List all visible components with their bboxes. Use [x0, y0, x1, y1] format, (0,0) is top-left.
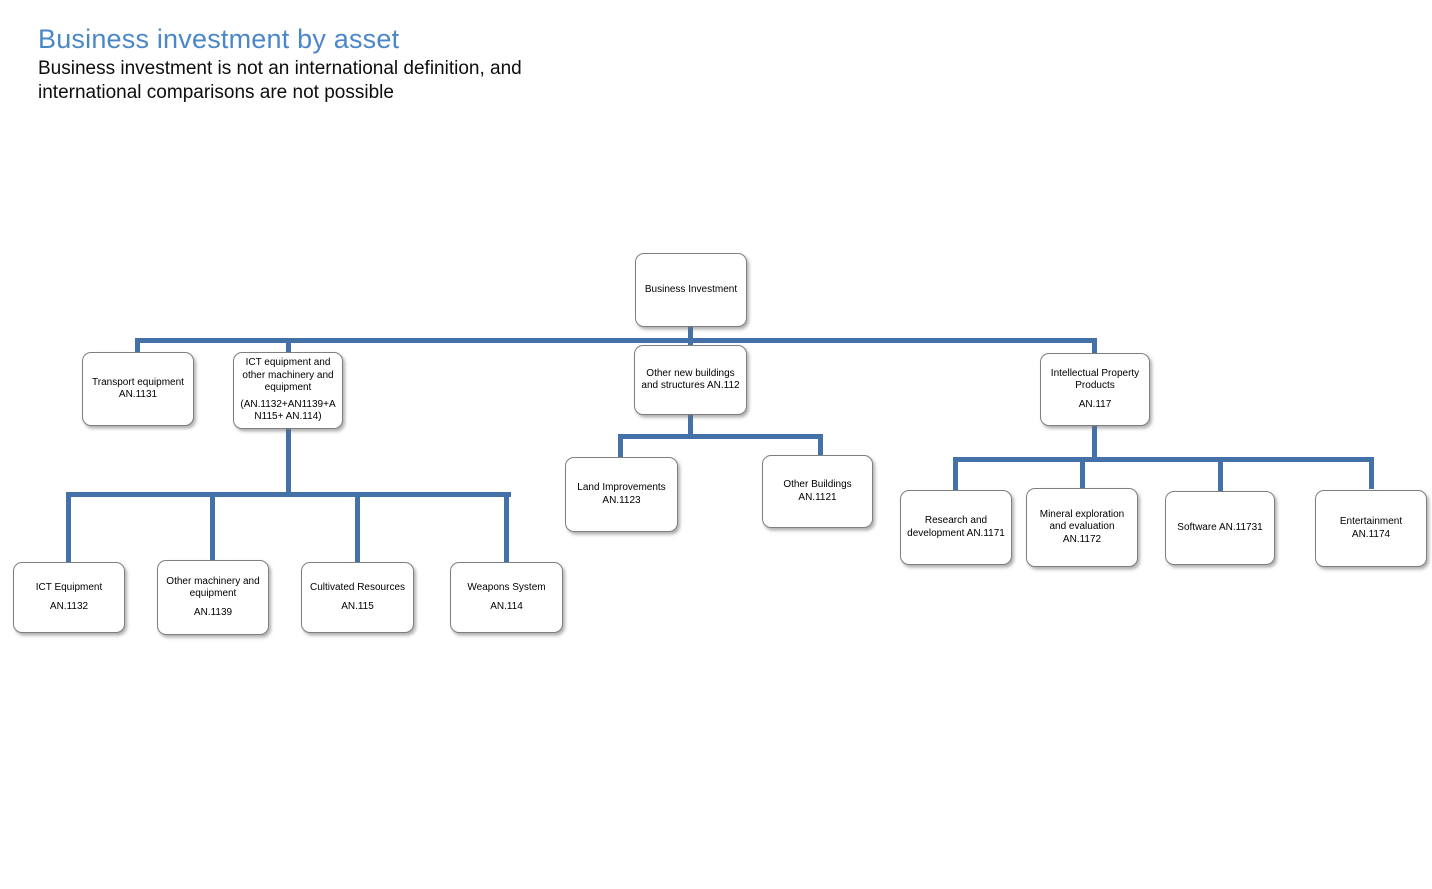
node-business-investment: Business Investment: [635, 253, 747, 327]
node-ict-machinery-equipment: ICT equipment and other machinery and eq…: [233, 352, 343, 429]
node-ict-equipment: ICT Equipment AN.1132: [13, 562, 125, 633]
connector-buildings-vstem: [688, 415, 693, 439]
connector-drop-ipp: [1092, 338, 1097, 353]
node-weapons-system: Weapons System AN.114: [450, 562, 563, 633]
node-land-improvements: Land Improvements AN.1123: [565, 457, 678, 532]
connector-drop-land: [618, 434, 623, 457]
page-subtitle: Business investment is not an internatio…: [38, 58, 522, 103]
node-software: Software AN.11731: [1165, 491, 1275, 565]
connector-drop-transport: [135, 338, 140, 352]
connector-ict-vstem: [286, 428, 291, 497]
connector-drop-weapons: [504, 492, 509, 562]
connector-drop-other-buildings: [818, 434, 823, 455]
connector-drop-software: [1218, 457, 1223, 491]
connector-drop-entertainment: [1369, 457, 1374, 489]
connector-ict-hbar: [66, 492, 511, 497]
node-mineral-exploration: Mineral exploration and evaluation AN.11…: [1026, 488, 1138, 567]
connector-root-stub: [688, 326, 693, 345]
node-research-development: Research and development AN.1171: [900, 490, 1012, 565]
connector-drop-ict-machinery: [286, 338, 291, 352]
connector-drop-mineral: [1080, 457, 1085, 488]
connector-level1-hbar: [135, 338, 1097, 343]
node-entertainment: Entertainment AN.1174: [1315, 490, 1427, 567]
connector-drop-other-machinery: [210, 492, 215, 560]
node-transport-equipment: Transport equipment AN.1131: [82, 352, 194, 426]
connector-drop-ict-equipment: [66, 492, 71, 562]
connector-ipp-hbar: [953, 457, 1374, 462]
connector-drop-cultivated: [355, 492, 360, 562]
connector-ipp-vstem: [1092, 426, 1097, 462]
connector-buildings-hbar: [618, 434, 823, 439]
node-other-buildings: Other Buildings AN.1121: [762, 455, 873, 528]
page-title: Business investment by asset: [38, 24, 400, 54]
node-other-machinery: Other machinery and equipment AN.1139: [157, 560, 269, 635]
node-intellectual-property: Intellectual Property Products AN.117: [1040, 353, 1150, 426]
node-cultivated-resources: Cultivated Resources AN.115: [301, 562, 414, 633]
connector-drop-rnd: [953, 457, 958, 490]
node-other-new-buildings: Other new buildings and structures AN.11…: [634, 345, 747, 415]
